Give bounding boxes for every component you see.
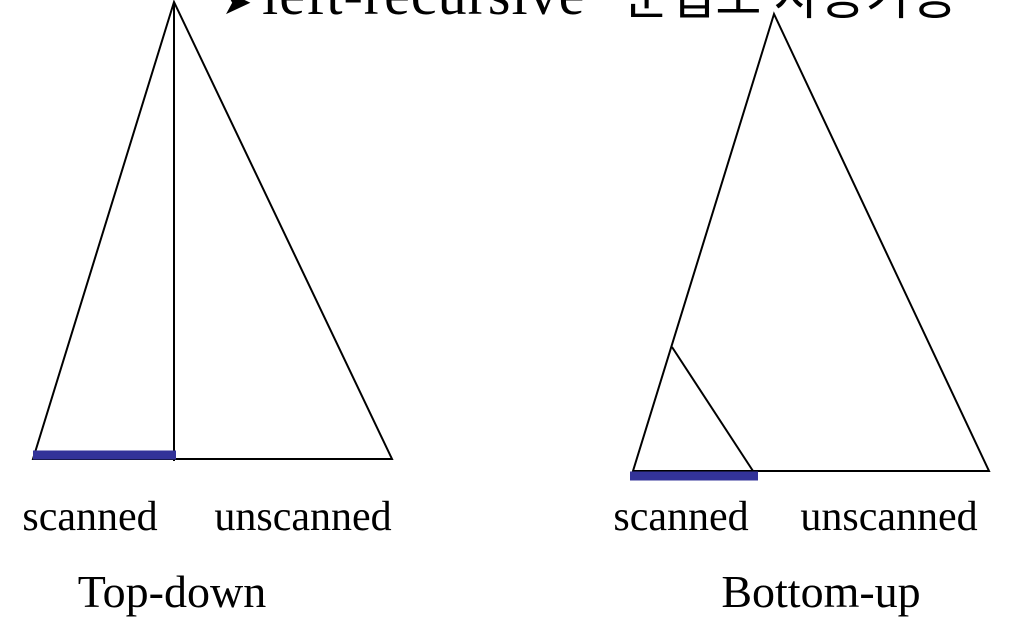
bottomup-triangle-outline (631, 11, 991, 472)
bottomup-scanned-label: scanned (613, 494, 749, 540)
arrow-bullet-icon: ➤ (222, 0, 253, 23)
bullet-line: ➤ left-recursive 문법도 사용가능 (222, 0, 958, 27)
bottomup-title: Bottom-up (721, 566, 921, 617)
bullet-line-korean-text: 문법도 사용가능 (623, 0, 958, 25)
topdown-unscanned-label: unscanned (214, 494, 392, 540)
bullet-line-latin-text: left-recursive (262, 0, 585, 27)
topdown-title: Top-down (77, 566, 267, 617)
topdown-triangle-group (31, 0, 394, 461)
bottomup-triangle-group (630, 11, 991, 481)
topdown-triangle-outline (31, 0, 394, 460)
bottomup-inner-edge (671, 346, 754, 472)
bottomup-unscanned-label: unscanned (800, 494, 978, 540)
topdown-scanned-label: scanned (22, 494, 158, 540)
